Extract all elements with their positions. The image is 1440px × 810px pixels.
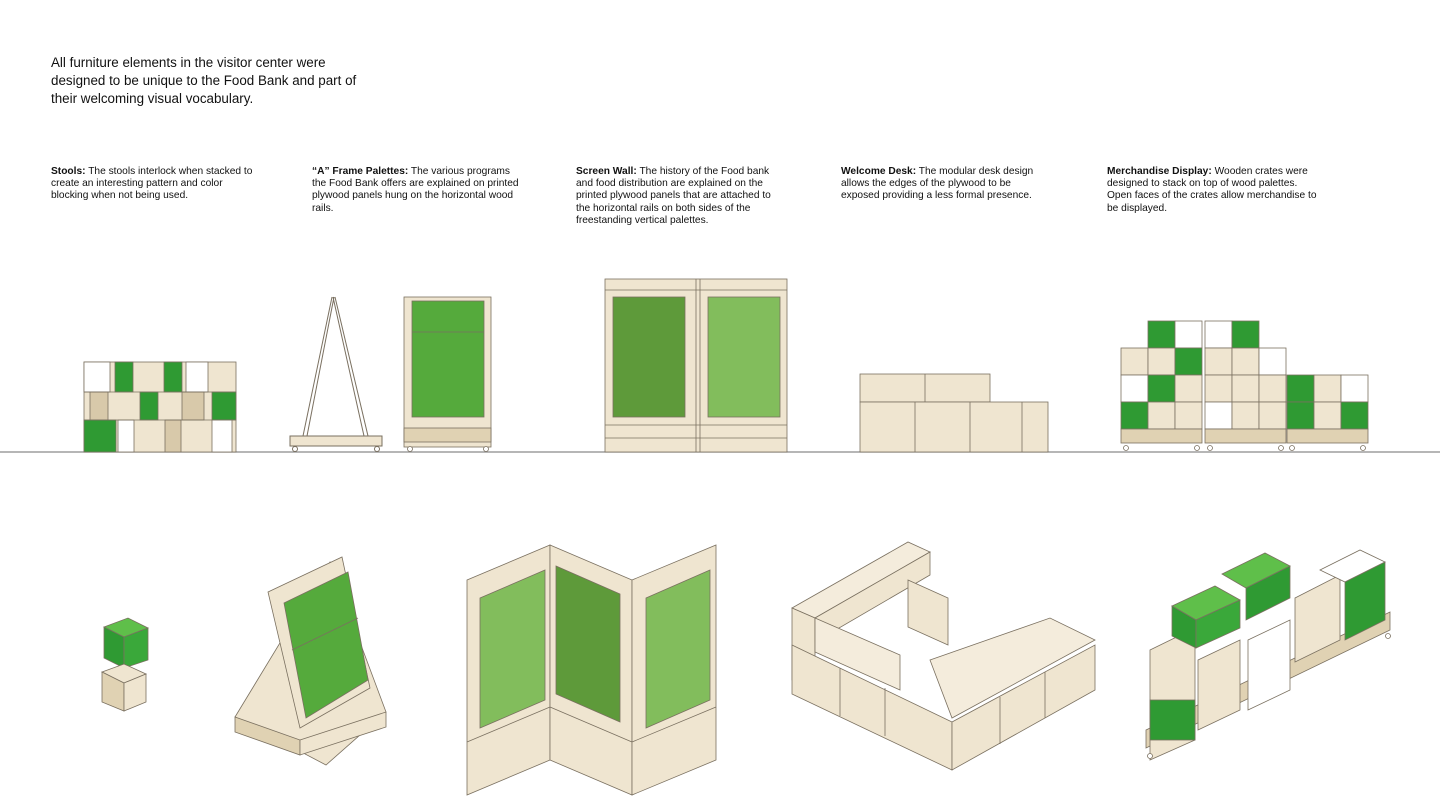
caption-title: Screen Wall: — [576, 166, 637, 177]
caption-a-frame: “A” Frame Palettes: The various programs… — [312, 166, 522, 215]
welcome-desk-isometric — [791, 541, 1096, 771]
caption-description: The modular desk design allows the edges… — [841, 166, 1034, 202]
welcome-desk-elevation — [859, 373, 1049, 453]
caption-stools: Stools: The stools interlock when stacke… — [51, 166, 261, 203]
a-frame-side-elevation — [289, 296, 383, 452]
caption-title: Welcome Desk: — [841, 166, 917, 177]
intro-text: All furniture elements in the visitor ce… — [51, 55, 357, 106]
merchandise-display-elevation — [1120, 320, 1369, 451]
caption-welcome-desk: Welcome Desk: The modular desk design al… — [841, 166, 1051, 203]
caption-merchandise-display: Merchandise Display: Wooden crates were … — [1107, 166, 1317, 215]
caption-description: Wooden crates were designed to stack on … — [1107, 166, 1317, 214]
a-frame-isometric — [234, 556, 387, 766]
stools-isometric — [100, 617, 149, 712]
caption-title: “A” Frame Palettes: — [312, 166, 409, 177]
caption-title: Stools: — [51, 166, 86, 177]
caption-description: The history of the Food bank and food di… — [576, 166, 771, 226]
caption-title: Merchandise Display: — [1107, 166, 1212, 177]
caption-description: The stools interlock when stacked to cre… — [51, 166, 253, 202]
a-frame-front-elevation — [403, 296, 492, 452]
caption-description: The various programs the Food Bank offer… — [312, 166, 519, 214]
merchandise-display-isometric — [1145, 549, 1391, 761]
stools-elevation — [83, 361, 237, 453]
screen-wall-elevation — [604, 278, 788, 453]
caption-screen-wall: Screen Wall: The history of the Food ban… — [576, 166, 786, 227]
screen-wall-isometric — [466, 544, 717, 796]
